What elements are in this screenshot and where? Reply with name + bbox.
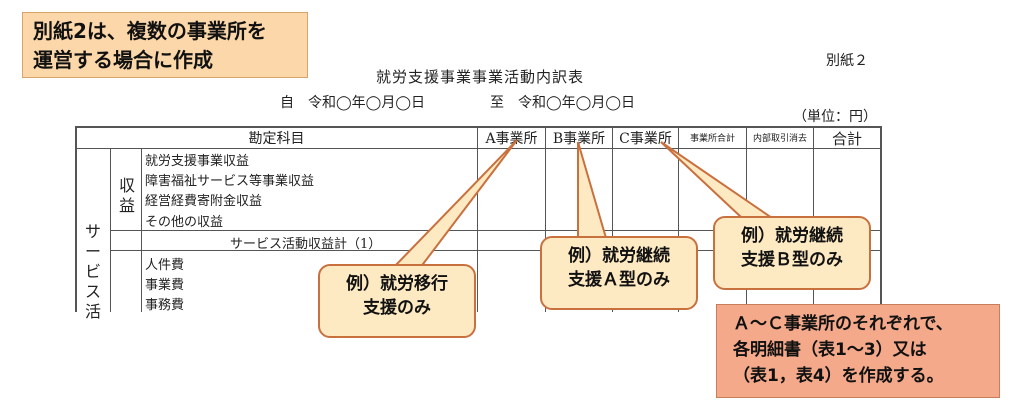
- vertical-char: ビ: [84, 262, 101, 281]
- instruction-box: Ａ～Ｃ事業所のそれぞれで、 各明細書（表1～3）又は （表1，表4）を作成する。: [716, 304, 1000, 398]
- callout-b-line-1: 例）就労継続: [568, 246, 670, 266]
- header-account: 勘定科目: [248, 131, 305, 147]
- income-rows-bottom: [110, 230, 881, 231]
- income-subtotal-row: サービス活動収益計（1）: [230, 237, 382, 252]
- income-row: 就労支援事業収益: [145, 154, 250, 169]
- table-left-border: [75, 126, 77, 312]
- table-top-border: [75, 126, 881, 128]
- header-bottom-border: [75, 148, 881, 149]
- header-office-a: A事業所: [485, 131, 538, 147]
- income-label: 収益: [117, 176, 137, 216]
- period-from: 自 令和◯年◯月◯日: [280, 95, 426, 111]
- callout-a-line-2: 支援のみ: [363, 298, 431, 318]
- note-line-1: 別紙2は、複数の事業所を: [33, 19, 267, 43]
- vertical-char: ー: [84, 242, 101, 261]
- pointer-a: [390, 139, 518, 269]
- header-internal-elim: 内部取引消去: [752, 134, 807, 144]
- col-divider-a: [477, 126, 478, 312]
- col-divider-sum: [678, 126, 679, 312]
- unit-label: （単位：円）: [793, 109, 877, 125]
- income-label-text: 収益: [117, 176, 137, 216]
- callout-office-a: 例）就労移行 支援のみ: [318, 264, 476, 338]
- header-office-c: C事業所: [619, 131, 672, 147]
- document-title: 就労支援事業事業活動内訳表: [375, 68, 584, 86]
- expense-row: 事業費: [145, 278, 185, 293]
- header-total: 合計: [831, 130, 862, 148]
- note-box: 別紙2は、複数の事業所を 運営する場合に作成: [22, 12, 308, 78]
- pointer-b: [577, 141, 608, 239]
- income-row: 経営経費寄附金収益: [145, 194, 263, 209]
- callout-b-line-2: 支援Ａ型のみ: [568, 270, 670, 290]
- note-line-2: 運営する場合に作成: [33, 48, 213, 72]
- expense-row: 人件費: [145, 258, 185, 273]
- callout-a-line-1: 例）就労移行: [346, 274, 448, 294]
- expense-row: 事務費: [145, 298, 185, 313]
- callout-c-line-2: 支援Ｂ型のみ: [741, 250, 843, 270]
- appendix-label: 別紙２: [826, 53, 868, 69]
- income-row: 障害福祉サービス等事業収益: [145, 174, 315, 189]
- header-office-sum: 事業所合計: [689, 134, 735, 144]
- callout-c-line-1: 例）就労継続: [741, 226, 843, 246]
- section-label-text: サービス活: [83, 222, 103, 322]
- pointer-c: [660, 141, 776, 219]
- vertical-char: ス: [84, 282, 101, 301]
- section-label: サービス活: [83, 222, 103, 322]
- header-office-b: B事業所: [552, 131, 606, 147]
- income-row: その他の収益: [145, 215, 224, 230]
- col-divider-b: [545, 126, 546, 312]
- instruction-line-3: （表1，表4）を作成する。: [733, 366, 944, 386]
- col-divider-c: [612, 126, 613, 312]
- vertical-char: 収: [118, 176, 135, 195]
- instruction-line-1: Ａ～Ｃ事業所のそれぞれで、: [733, 314, 953, 334]
- table-right-border: [880, 126, 882, 312]
- callout-office-b: 例）就労継続 支援Ａ型のみ: [540, 236, 698, 310]
- vertical-char: 益: [118, 196, 135, 215]
- vertical-char: 活: [84, 302, 101, 321]
- vertical-char: サ: [84, 222, 101, 241]
- callout-office-c: 例）就労継続 支援Ｂ型のみ: [713, 216, 871, 290]
- subtotal-bottom: [110, 250, 881, 251]
- instruction-line-2: 各明細書（表1～3）又は: [733, 340, 927, 360]
- period-to: 至 令和◯年◯月◯日: [490, 95, 636, 111]
